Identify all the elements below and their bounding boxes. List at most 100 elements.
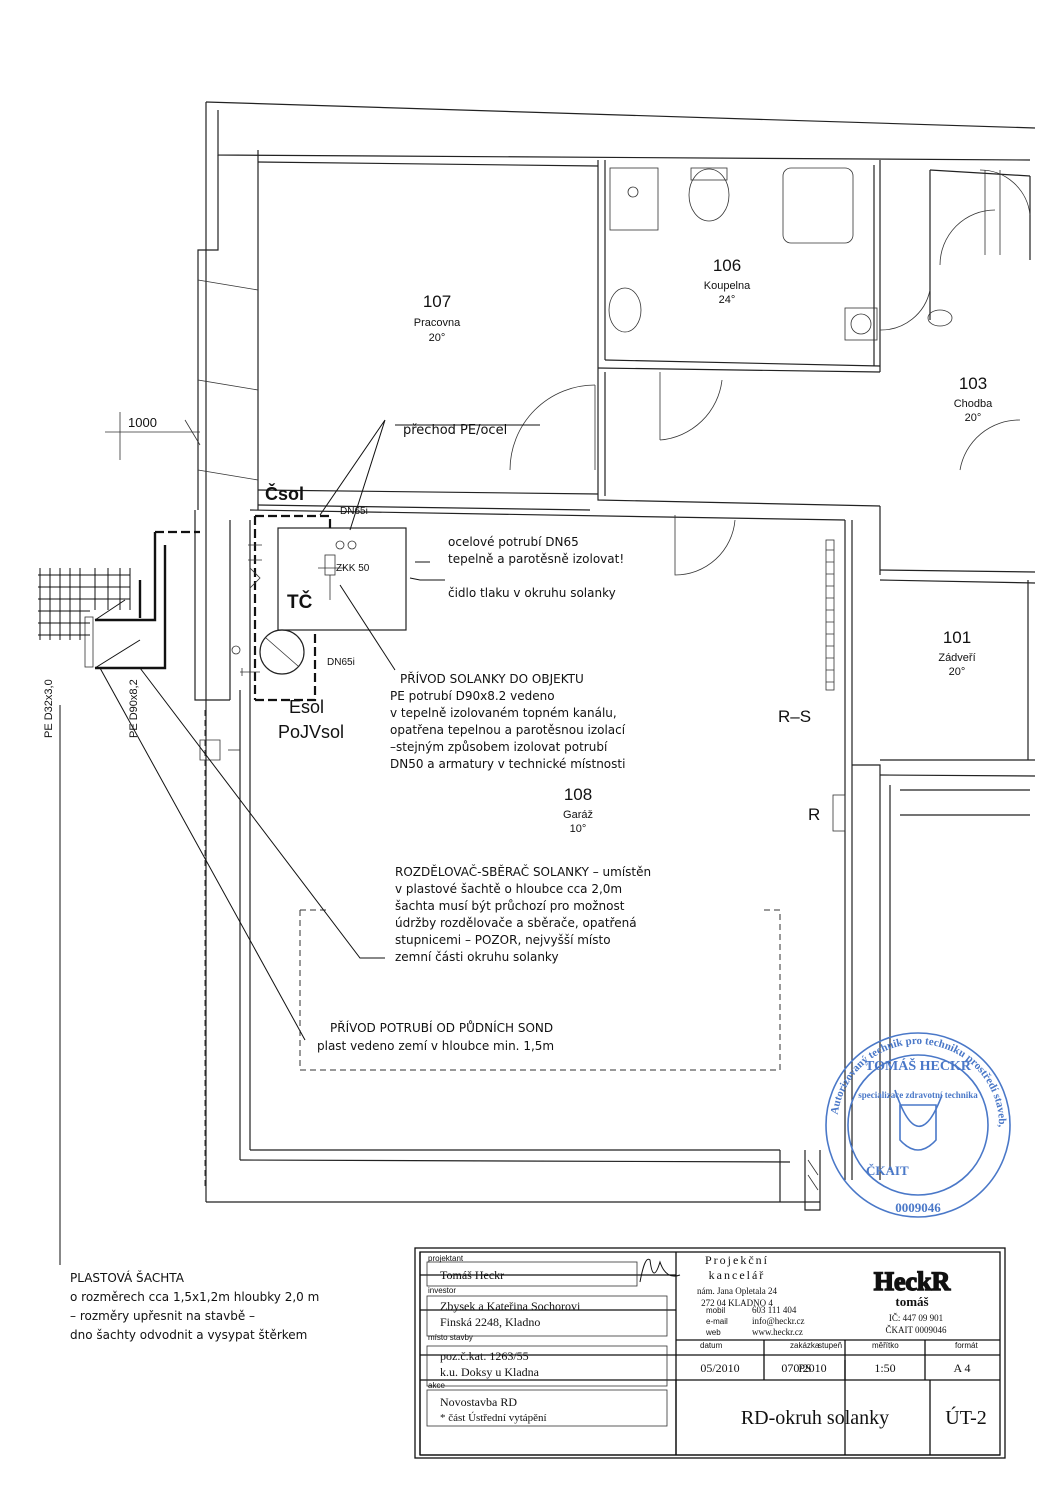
tb-akce-2: * část Ústřední vytápění — [440, 1412, 547, 1424]
toilet-icon — [688, 168, 730, 222]
note-privod-solanky-5: –stejným způsobem izolovat potrubí — [390, 740, 608, 754]
note-privod-solanky-6: DN50 a armatury v technické místnosti — [390, 757, 625, 771]
note-ocel-1: ocelové potrubí DN65 — [448, 535, 579, 549]
room-103-name: Chodba — [954, 398, 993, 410]
tb-investor-1: Zbysek a Kateřina Sochorovi — [440, 1299, 581, 1313]
tb-label-investor: investor — [428, 1286, 456, 1295]
label-dn65-bottom: DN65i — [327, 657, 355, 668]
radiator-r-icon — [832, 794, 846, 832]
dimension-value: 1000 — [128, 415, 157, 430]
tb-format: A 4 — [953, 1361, 970, 1375]
stamp-emblem-icon — [899, 1104, 937, 1151]
note-ocel-2: tepelně a parotěsně izolovat! — [448, 552, 624, 566]
tb-addr-2: 272 04 KLADNO 4 — [701, 1298, 773, 1308]
heat-pump-unit — [277, 527, 407, 631]
label-dn65-top: DN65i — [340, 506, 368, 517]
note-rozdelovac-1: ROZDĚLOVAČ-SBĚRAČ SOLANKY – umístěn — [395, 864, 651, 879]
tb-label-stupen: stupeň — [818, 1341, 842, 1350]
note-sachta-2: o rozměrech cca 1,5x1,2m hloubky 2,0 m — [70, 1290, 319, 1304]
stamp-ring-1: Autorizovaný technik pro techniku prostř… — [829, 1035, 1008, 1128]
note-sachta-1: PLASTOVÁ ŠACHTA — [70, 1270, 185, 1285]
note-rozdelovac-2: v plastové šachtě o hloubce cca 2,0m — [395, 882, 622, 896]
tb-web: www.heckr.cz — [752, 1327, 803, 1337]
engineer-stamp: Autorizovaný technik pro techniku prostř… — [825, 1032, 1011, 1218]
room-107-name: Pracovna — [414, 317, 461, 329]
tb-label-projektant: projektant — [428, 1254, 464, 1263]
tb-addr-1: nám. Jana Opletala 24 — [697, 1286, 777, 1296]
drawing-code: ÚT-2 — [945, 1405, 986, 1429]
tb-logo-sub: tomáš — [895, 1294, 928, 1309]
tb-logo: HeckR — [874, 1267, 951, 1296]
room-106-name: Koupelna — [704, 280, 751, 292]
tb-label-email: e-mail — [706, 1317, 728, 1326]
note-rozdelovac-4: údržby rozdělovače a sběrače, opatřená — [395, 916, 637, 930]
tb-ic: IČ: 447 09 901 — [889, 1313, 943, 1323]
stamp-ckait: ČKAIT — [866, 1163, 909, 1178]
label-r: R — [808, 805, 820, 824]
note-prechod: přechod PE/ocel — [403, 423, 507, 438]
note-sachta-3: – rozměry upřesnit na stavbě – — [70, 1309, 255, 1323]
label-csol: Čsol — [265, 483, 304, 504]
room-101-number: 101 — [943, 628, 971, 647]
label-pe-d32: PE D32x3,0 — [43, 679, 55, 738]
shower-icon — [609, 167, 659, 231]
tb-label-akce: akce — [428, 1381, 445, 1390]
tb-label-format: formát — [955, 1341, 978, 1350]
room-101-name: Zádveří — [938, 652, 975, 664]
drawing-title: RD-okruh solanky — [741, 1407, 889, 1429]
note-privod-solanky-4: opatřena tepelnou a parotěsnou izolací — [390, 723, 626, 737]
shaft-distributor: PE D32x3,0 PE D90x8,2 — [38, 530, 200, 738]
stamp-name: TOMÁŠ HECKR — [865, 1057, 972, 1074]
note-privod-potrubi-2: plast vedeno zemí v hloubce min. 1,5m — [317, 1039, 554, 1053]
label-zkk: ZKK 50 — [336, 563, 370, 574]
note-privod-solanky-3: v tepelně izolovaném topném kanálu, — [390, 706, 617, 720]
note-privod-potrubi-1: PŘÍVOD POTRUBÍ OD PŮDNÍCH SOND — [330, 1020, 553, 1035]
room-103-number: 103 — [959, 374, 987, 393]
boiler-icon — [844, 307, 878, 341]
note-sachta-4: dno šachty odvodnit a vysypat štěrkem — [70, 1328, 307, 1342]
room-108-number: 108 — [564, 785, 592, 804]
garage-elements: R–S R — [204, 539, 846, 1190]
tb-label-mobil: mobil — [706, 1306, 725, 1315]
tb-office-2: kancelář — [709, 1268, 766, 1282]
title-block: projektant Tomáš Heckr investor Zbysek a… — [414, 1247, 1006, 1459]
dimension-line: 1000 — [105, 412, 201, 460]
tb-label-web: web — [705, 1328, 721, 1337]
tb-label-datum: datum — [700, 1341, 723, 1350]
tb-label-zakazka: zakázka — [790, 1341, 820, 1350]
tb-projektant: Tomáš Heckr — [440, 1268, 504, 1282]
label-esol: Esol — [289, 697, 324, 717]
expansion-tank-icon — [259, 629, 305, 675]
svg-text:Autorizovaný technik pro techn: Autorizovaný technik pro techniku prostř… — [829, 1035, 1008, 1128]
tb-akce-1: Novostavba RD — [440, 1395, 517, 1409]
note-privod-solanky-1: PŘÍVOD SOLANKY DO OBJEKTU — [400, 671, 584, 686]
bathtub-icon — [782, 167, 854, 244]
label-tc: TČ — [287, 591, 313, 613]
tb-datum: 05/2010 — [700, 1361, 739, 1375]
leader-lines — [59, 419, 540, 1265]
note-rozdelovac-6: zemní části okruhu solanky — [395, 950, 559, 964]
room-labels: 107 Pracovna 20° 106 Koupelna 24° 103 Ch… — [414, 256, 993, 835]
note-privod-solanky-2: PE potrubí D90x8.2 vedeno — [390, 689, 555, 703]
room-103-temp: 20° — [965, 412, 982, 424]
radiator-rs-icon — [825, 539, 835, 691]
stamp-number: 0009046 — [895, 1200, 941, 1215]
room-108-temp: 10° — [570, 823, 587, 835]
tb-misto-2: k.u. Doksy u Kladna — [440, 1365, 540, 1379]
annotation-notes: přechod PE/ocel ocelové potrubí DN65 tep… — [70, 423, 651, 1342]
signature-image — [639, 1258, 681, 1283]
room-107-number: 107 — [423, 292, 451, 311]
tb-meritko: 1:50 — [874, 1361, 895, 1375]
tb-misto-1: poz.č.kat. 1263/55 — [440, 1349, 529, 1363]
room-106-temp: 24° — [719, 294, 736, 306]
stamp-ring-2: specializace zdravotní technika — [858, 1090, 978, 1100]
note-rozdelovac-5: stupnicemi – POZOR, nejvyšší místo — [395, 933, 611, 947]
room-101-temp: 20° — [949, 666, 966, 678]
tb-office-1: Projekční — [705, 1253, 769, 1267]
tb-ckait: ČKAIT 0009046 — [885, 1325, 947, 1335]
tb-label-misto: místo stavby — [428, 1333, 473, 1342]
label-pojvsol: PoJVsol — [278, 722, 344, 742]
tb-label-meritko: měřítko — [872, 1341, 899, 1350]
room-107-temp: 20° — [429, 332, 446, 344]
